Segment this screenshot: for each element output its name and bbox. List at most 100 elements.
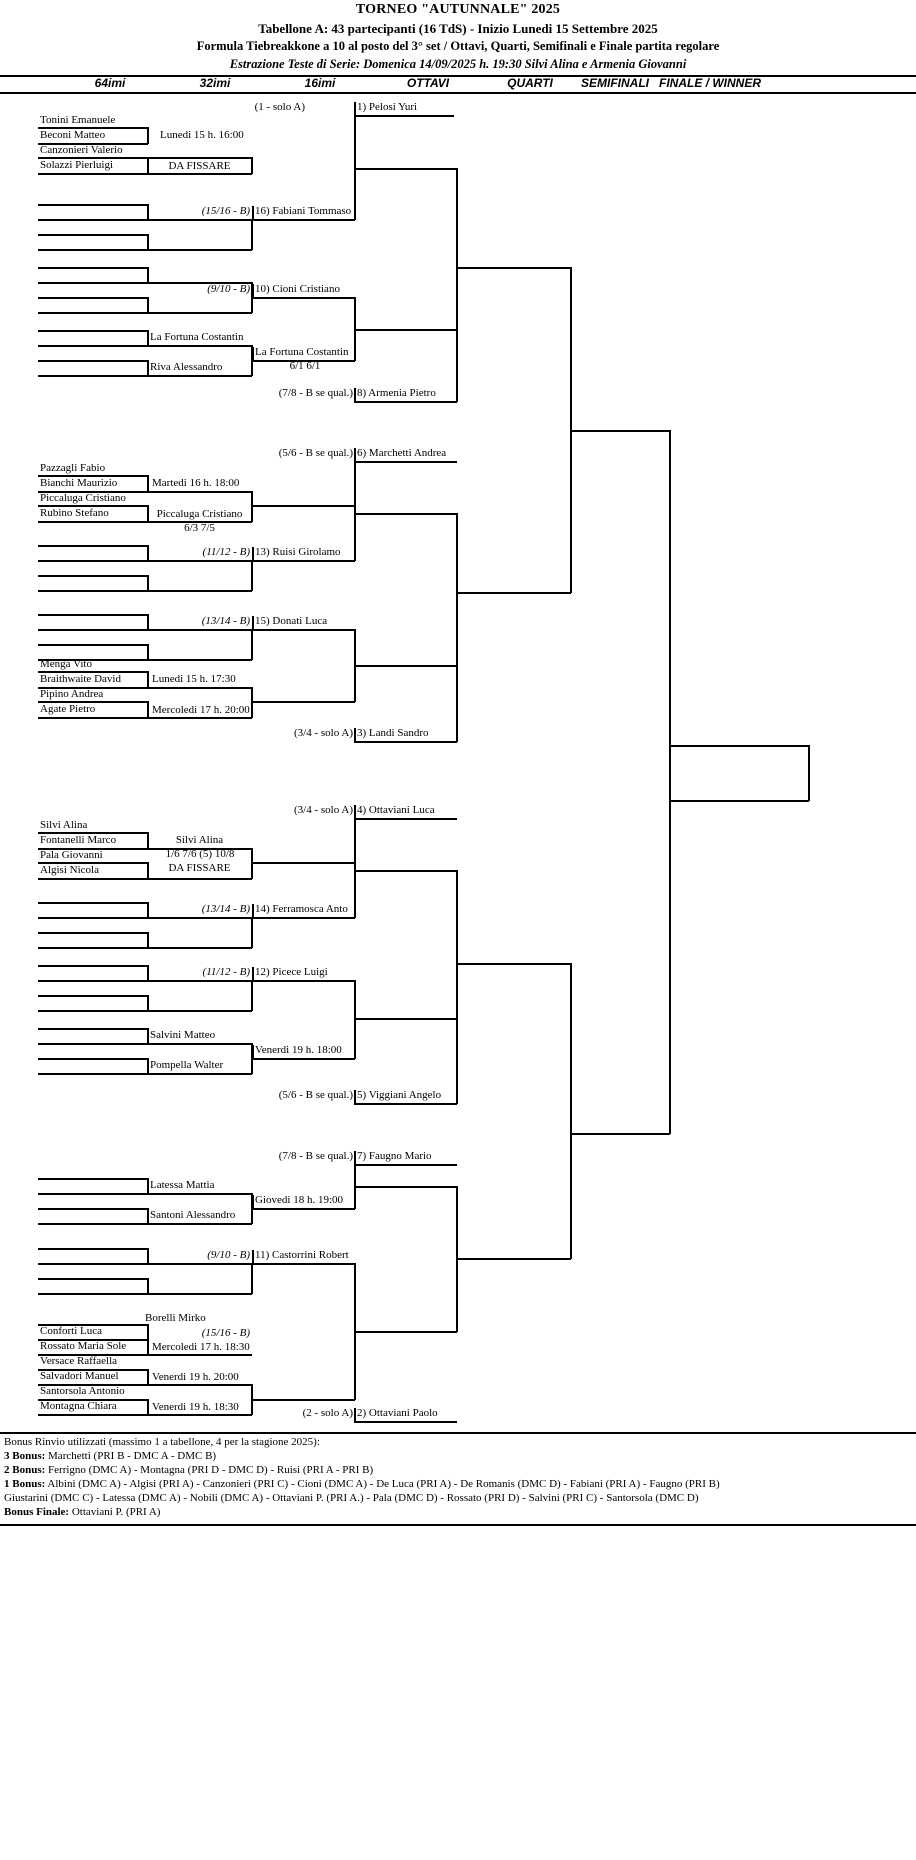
- player-ottavi-3: 6) Marchetti Andrea: [357, 447, 447, 459]
- footer-bonus-finale-label: Bonus Finale:: [4, 1506, 70, 1518]
- match-32-3-winner: La Fortuna Costantin: [150, 331, 244, 343]
- match-32-15-winner: Borelli Mirko: [145, 1312, 206, 1324]
- match-32-8-info: Mercoledi 17 h. 20:00: [152, 704, 250, 716]
- player-16-2: 10) Cioni Cristiano: [255, 283, 340, 295]
- player-64-4: Solazzi Pierluigi: [40, 159, 114, 171]
- tournament-formula: Formula Tiebreakkone a 10 al posto del 3…: [196, 39, 720, 53]
- player-64-14: Fontanelli Marco: [40, 834, 117, 846]
- match-32-16-info: Mercoledi 17 h. 18:30: [152, 1341, 250, 1353]
- player-16-3: La Fortuna Costantin: [255, 346, 349, 358]
- score-32-6: 6/3 7/5: [184, 522, 215, 534]
- player-64-20: Salvadori Manuel: [40, 1370, 119, 1382]
- seed-tag-16-5: (13/14 - B): [201, 615, 250, 627]
- player-64-18: Rossato Maria Sole: [40, 1340, 127, 1352]
- player-ottavi-6: 5) Viggiani Angelo: [357, 1089, 442, 1101]
- footer-bonus-finale: Bonus Finale: Ottaviani P. (PRI A): [4, 1506, 160, 1518]
- column-header-64imi: 64imi: [94, 76, 126, 90]
- column-header-divider: [0, 92, 916, 94]
- player-64-19: Versace Raffaella: [40, 1355, 118, 1367]
- player-ottavi-8: 2) Ottaviani Paolo: [357, 1407, 438, 1419]
- player-64-13: Silvi Alina: [40, 819, 88, 831]
- player-64-2: Beconi Matteo: [40, 129, 106, 141]
- player-64-6: Bianchi Maurizio: [40, 477, 118, 489]
- column-header-32imi: 32imi: [199, 76, 231, 90]
- match-32-2-info: DA FISSARE: [168, 160, 231, 172]
- footer-bonus-3-label: 3 Bonus:: [4, 1450, 46, 1462]
- player-16-5: 15) Donati Luca: [255, 615, 328, 627]
- player-64-12: Agate Pietro: [40, 703, 96, 715]
- match-32-12-winner: Pompella Walter: [150, 1059, 224, 1071]
- player-64-11: Pipino Andrea: [40, 688, 104, 700]
- player-64-10: Braithwaite David: [40, 673, 121, 685]
- footer-bonus-1-text: Albini (DMC A) - Algisi (PRI A) - Canzon…: [45, 1478, 720, 1490]
- player-ottavi-5: 4) Ottaviani Luca: [357, 804, 435, 816]
- player-ottavi-2: 8) Armenia Pietro: [357, 387, 436, 399]
- column-header-quarti: QUARTI: [507, 76, 553, 90]
- player-64-22: Montagna Chiara: [40, 1400, 117, 1412]
- header-divider: [0, 75, 916, 77]
- column-header-semifinali: SEMIFINALI: [581, 76, 649, 90]
- seed-tag-ottavi-2: (7/8 - B se qual.): [278, 387, 353, 399]
- footer-bonus-1-label: 1 Bonus:: [4, 1478, 46, 1490]
- player-16-7: 12) Picece Luigi: [255, 966, 328, 978]
- match-32-14-winner: Santoni Alessandro: [150, 1209, 236, 1221]
- player-16-10: 11) Castorrini Robert: [255, 1249, 349, 1261]
- footer-bonus-2: 2 Bonus: Ferrigno (DMC A) - Montagna (PR…: [4, 1464, 373, 1476]
- match-32-7-info: Lunedi 15 h. 17:30: [152, 673, 236, 685]
- seed-tag-ottavi-4: (3/4 - solo A): [294, 727, 353, 739]
- player-16-4: 13) Ruisi Girolamo: [255, 546, 341, 558]
- match-32-5-info: Martedi 16 h. 18:00: [152, 477, 240, 489]
- match-32-4-winner: Riva Alessandro: [150, 361, 223, 373]
- player-ottavi-4: 3) Landi Sandro: [357, 727, 429, 739]
- seed-tag-16-11: (15/16 - B): [201, 1327, 250, 1339]
- tournament-title: TORNEO "AUTUNNALE" 2025: [355, 2, 561, 17]
- player-64-1: Tonini Emanuele: [40, 114, 116, 126]
- seed-tag-16-7: (11/12 - B): [202, 966, 250, 978]
- footer-bonus-finale-text: Ottaviani P. (PRI A): [69, 1506, 161, 1518]
- score-16-3: 6/1 6/1: [289, 360, 321, 372]
- footer-bonus-1-cont: Giustarini (DMC C) - Latessa (DMC A) - N…: [4, 1492, 699, 1504]
- match-32-6-winner: Piccaluga Cristiano: [156, 508, 243, 520]
- player-64-17: Conforti Luca: [40, 1325, 103, 1337]
- footer-bonus-title: Bonus Rinvio utilizzati (massimo 1 a tab…: [4, 1436, 320, 1448]
- seed-tag-16-4: (11/12 - B): [202, 546, 250, 558]
- player-64-9: Menga Vito: [40, 658, 92, 670]
- player-ottavi-7: 7) Faugno Mario: [357, 1150, 432, 1162]
- match-32-9-winner: Silvi Alina: [175, 834, 224, 846]
- seed-tag-16-6: (13/14 - B): [201, 903, 250, 915]
- seed-tag-ottavi-6: (5/6 - B se qual.): [278, 1089, 353, 1101]
- player-64-3: Canzonieri Valerio: [40, 144, 123, 156]
- match-32-11-winner: Salvini Matteo: [150, 1029, 216, 1041]
- seed-tag-ottavi-1: (1 - solo A): [254, 101, 305, 113]
- seed-tag-ottavi-5: (3/4 - solo A): [294, 804, 353, 816]
- match-16-8-info: Venerdi 19 h. 18:00: [255, 1044, 342, 1056]
- seed-tag-ottavi-8: (2 - solo A): [302, 1407, 353, 1419]
- match-32-1-info: Lunedi 15 h. 16:00: [160, 129, 244, 141]
- player-64-16: Algisi Nicola: [40, 864, 99, 876]
- match-16-9-info: Giovedi 18 h. 19:00: [255, 1194, 343, 1206]
- footer-bonus-3-text: Marchetti (PRI B - DMC A - DMC B): [45, 1450, 217, 1462]
- player-16-6: 14) Ferramosca Anto: [255, 903, 348, 915]
- footer-bonus-2-label: 2 Bonus:: [4, 1464, 46, 1476]
- match-32-17-info: Venerdi 19 h. 20:00: [152, 1371, 239, 1383]
- footer-bonus-1: 1 Bonus: Albini (DMC A) - Algisi (PRI A)…: [4, 1478, 720, 1490]
- tournament-seeding-note: Estrazione Teste di Serie: Domenica 14/0…: [229, 57, 687, 71]
- column-header-16imi: 16imi: [304, 76, 336, 90]
- footer-bonus-3: 3 Bonus: Marchetti (PRI B - DMC A - DMC …: [4, 1450, 216, 1462]
- seed-tag-ottavi-7: (7/8 - B se qual.): [278, 1150, 353, 1162]
- match-32-18-info: Venerdi 19 h. 18:30: [152, 1401, 239, 1413]
- tournament-subtitle: Tabellone A: 43 partecipanti (16 TdS) - …: [258, 21, 658, 36]
- player-16-1: 16) Fabiani Tommaso: [255, 205, 352, 217]
- column-header-ottavi: OTTAVI: [406, 76, 450, 90]
- seed-tag-16-10: (9/10 - B): [207, 1249, 250, 1261]
- column-header-finale: FINALE / WINNER: [659, 76, 761, 90]
- player-64-21: Santorsola Antonio: [40, 1385, 125, 1397]
- seed-tag-16-1: (15/16 - B): [201, 205, 250, 217]
- seed-tag-ottavi-3: (5/6 - B se qual.): [278, 447, 353, 459]
- player-64-8: Rubino Stefano: [40, 507, 109, 519]
- seed-tag-16-2: (9/10 - B): [207, 283, 250, 295]
- match-32-10-info: DA FISSARE: [168, 862, 231, 874]
- player-64-15: Pala Giovanni: [40, 849, 103, 861]
- footer-bonus-2-text: Ferrigno (DMC A) - Montagna (PRI D - DMC…: [45, 1464, 374, 1476]
